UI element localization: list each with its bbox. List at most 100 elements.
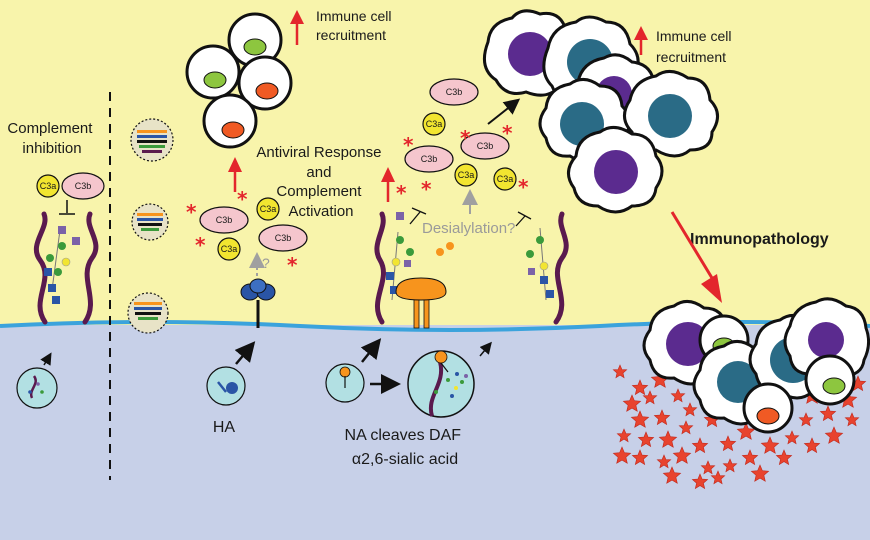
svg-text:C3b: C3b bbox=[446, 87, 463, 97]
asterisk-icon: * bbox=[460, 126, 471, 150]
immune-cell-icon bbox=[202, 93, 258, 149]
svg-text:C3a: C3a bbox=[458, 170, 475, 180]
damage-star-icon bbox=[622, 394, 642, 412]
immune-recruit-right-label: Immune cell recruitment bbox=[656, 28, 735, 65]
c3b-molecule: C3b bbox=[199, 206, 249, 234]
immune-cell-icon bbox=[185, 44, 241, 100]
ha-label: HA bbox=[213, 419, 236, 436]
c3a-label: C3a bbox=[40, 181, 57, 191]
asterisk-group: * * * * * * bbox=[396, 121, 529, 205]
virion-icon bbox=[127, 292, 169, 334]
asterisk-icon: * bbox=[518, 175, 529, 199]
damage-star-icon bbox=[642, 390, 658, 405]
ha-endosome bbox=[206, 366, 246, 406]
damage-star-icon bbox=[760, 436, 780, 454]
damage-star-icon bbox=[672, 446, 692, 464]
c3a-molecule: C3a bbox=[422, 112, 446, 136]
c3a-molecule: C3a bbox=[454, 163, 478, 187]
damage-star-icon bbox=[670, 388, 686, 403]
black-arrow bbox=[234, 341, 256, 365]
damage-star-icon bbox=[784, 430, 800, 445]
damage-star-icon bbox=[612, 446, 632, 464]
svg-text:C3a: C3a bbox=[497, 174, 514, 184]
daf-protein bbox=[33, 211, 48, 325]
daf-protein bbox=[374, 211, 386, 325]
asterisk-icon: * bbox=[396, 181, 407, 205]
damage-star-icon bbox=[700, 460, 716, 475]
c3b-molecule: C3b bbox=[404, 145, 454, 173]
svg-text:C3a: C3a bbox=[260, 204, 277, 214]
damage-star-icon bbox=[631, 449, 649, 466]
damage-star-icon bbox=[637, 431, 655, 448]
glycan-chain-icon bbox=[386, 212, 454, 301]
damage-star-icon bbox=[691, 473, 709, 490]
damage-star-icon bbox=[691, 437, 709, 454]
damage-star-icon bbox=[682, 402, 698, 417]
na-endosome-large bbox=[407, 350, 475, 418]
damage-star-icon bbox=[750, 464, 770, 482]
daf-protein bbox=[553, 211, 569, 325]
c3-complex-inhibited: C3b C3a bbox=[36, 172, 105, 200]
damage-star-icon bbox=[658, 430, 678, 448]
asterisk-icon: * bbox=[421, 177, 432, 201]
antiviral-label: Antiviral Response and Complement Activa… bbox=[256, 144, 385, 220]
immune-cell-icon bbox=[567, 126, 664, 214]
arrow-small bbox=[40, 352, 52, 366]
desialylation-label: Desialylation? bbox=[422, 220, 515, 237]
damage-star-icon bbox=[736, 422, 756, 440]
asterisk-icon: * bbox=[237, 187, 248, 211]
black-arrow-small bbox=[479, 341, 492, 357]
damage-star-icon bbox=[653, 409, 671, 426]
damage-star-icon bbox=[630, 410, 650, 428]
glycan-chain-icon bbox=[44, 226, 80, 304]
inhibition-bar bbox=[59, 200, 75, 215]
damage-star-icon bbox=[819, 405, 837, 422]
immune-cell-icon bbox=[804, 354, 856, 406]
immune-cell-icon bbox=[783, 297, 870, 382]
immunopathology-label: Immunopathology bbox=[690, 231, 829, 248]
black-arrow bbox=[487, 98, 521, 125]
immune-cell-icon bbox=[237, 55, 293, 111]
asterisk-icon: * bbox=[195, 233, 206, 257]
immune-recruit-left-label: Immune cell recruitment bbox=[316, 8, 395, 43]
immune-cell-icon bbox=[742, 382, 794, 434]
asterisk-icon: * bbox=[403, 133, 414, 157]
daf-protein bbox=[82, 211, 99, 325]
virion-icon bbox=[131, 203, 169, 241]
damage-star-icon bbox=[798, 412, 814, 427]
virion-icon bbox=[130, 118, 174, 162]
damage-star-icon bbox=[656, 454, 672, 469]
red-up-arrow bbox=[228, 157, 242, 192]
c3a-molecule: C3a bbox=[256, 197, 280, 221]
c3b-molecule: C3b bbox=[258, 224, 308, 252]
damage-star-icon bbox=[803, 437, 821, 454]
question-mark: ? bbox=[262, 255, 270, 271]
glycan-chain-icon bbox=[526, 227, 554, 301]
damage-star-icon bbox=[631, 379, 649, 396]
svg-text:C3b: C3b bbox=[421, 154, 438, 164]
c3b-molecule: C3b bbox=[429, 78, 479, 106]
c3a-molecule: C3a bbox=[493, 167, 517, 191]
complement-inhibition-label: Complement inhibition bbox=[7, 120, 96, 157]
c3b-label: C3b bbox=[75, 181, 92, 191]
ha-receptor-icon bbox=[240, 278, 276, 328]
inhibition-bar bbox=[409, 207, 532, 227]
damage-star-icon bbox=[616, 428, 632, 443]
na-receptor-icon bbox=[395, 277, 447, 329]
damage-star-icon bbox=[722, 458, 738, 473]
red-down-arrow bbox=[670, 211, 722, 303]
damage-star-icon bbox=[844, 412, 860, 427]
red-up-arrow bbox=[634, 26, 648, 55]
na-endosome-small bbox=[325, 363, 365, 403]
damage-star-icon bbox=[612, 364, 628, 379]
svg-text:C3a: C3a bbox=[221, 244, 238, 254]
black-arrow bbox=[360, 338, 382, 363]
svg-text:C3b: C3b bbox=[477, 141, 494, 151]
damage-star-icon bbox=[719, 435, 737, 452]
c3b-molecule: C3b bbox=[460, 132, 510, 160]
na-cleaves-label: NA cleaves DAF α2,6-sialic acid bbox=[345, 427, 466, 468]
damage-star-icon bbox=[662, 466, 682, 484]
endosome-small bbox=[16, 367, 58, 409]
damage-star-icon bbox=[741, 449, 759, 466]
